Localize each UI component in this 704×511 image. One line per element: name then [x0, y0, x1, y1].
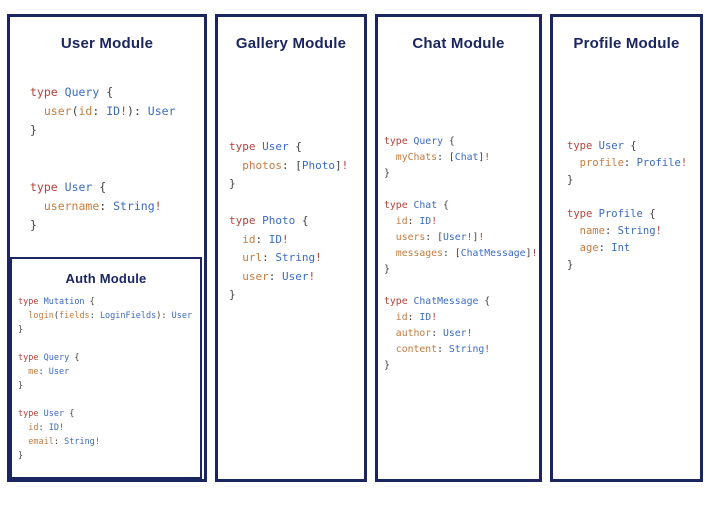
- code-user-module: type Query { user(id: ID!): User} type U…: [30, 83, 176, 235]
- code-line: [18, 393, 192, 407]
- code-line: }: [18, 325, 24, 335]
- code-line: url: String!: [242, 251, 322, 264]
- code-line: }: [229, 288, 236, 301]
- code-line: name: String!: [579, 225, 662, 237]
- code-line: }: [18, 451, 24, 461]
- code-line: [567, 189, 687, 206]
- code-line: user(id: ID!): User: [43, 104, 176, 118]
- code-line: [229, 194, 348, 213]
- code-line: type ChatMessage {: [384, 296, 491, 307]
- code-line: type User {: [567, 140, 637, 152]
- code-line: age: Int: [579, 242, 631, 254]
- code-line: id: ID!: [395, 312, 438, 323]
- code-line: myChats: [Chat]!: [395, 152, 491, 163]
- code-line: type Query {: [18, 353, 80, 363]
- code-line: type Query {: [30, 85, 114, 99]
- code-line: me: User: [28, 367, 70, 377]
- panel-profile-module: Profile Module type User { profile: Prof…: [550, 14, 703, 482]
- code-line: type User {: [30, 180, 107, 194]
- code-line: [384, 182, 537, 198]
- panel-gallery-module: Gallery Module type User { photos: [Phot…: [215, 14, 367, 482]
- code-line: }: [384, 168, 390, 179]
- code-line: users: [User!]!: [395, 232, 485, 243]
- code-line: id: ID!: [242, 232, 289, 246]
- code-line: }: [229, 177, 236, 190]
- code-line: [18, 337, 192, 351]
- code-profile-module: type User { profile: Profile!} type Prof…: [567, 138, 687, 274]
- code-line: type Profile {: [567, 208, 656, 220]
- code-line: }: [384, 360, 390, 371]
- code-line: id: ID!: [28, 423, 65, 433]
- code-line: messages: [ChatMessage]!: [395, 248, 538, 259]
- code-line: user: User!: [242, 269, 316, 283]
- panel-auth-module: Auth Module type Mutation { login(fields…: [10, 257, 202, 479]
- code-line: type Mutation {: [18, 297, 95, 307]
- code-auth-module: type Mutation { login(fields: LoginField…: [18, 295, 192, 463]
- panel-title-auth-module: Auth Module: [65, 271, 147, 286]
- code-line: }: [30, 218, 37, 232]
- code-line: username: String!: [43, 199, 162, 213]
- code-line: type Photo {: [229, 214, 309, 227]
- code-line: type Chat {: [384, 200, 449, 211]
- code-line: author: User!: [395, 328, 473, 339]
- code-line: }: [18, 381, 24, 391]
- panel-title-user-module: User Module: [60, 35, 154, 52]
- code-line: [30, 140, 176, 159]
- code-chat-module: type Query { myChats: [Chat]!} type Chat…: [384, 134, 537, 374]
- code-line: }: [384, 264, 390, 275]
- code-line: }: [30, 123, 37, 137]
- code-line: type Query {: [384, 136, 455, 147]
- code-line: photos: [Photo]!: [242, 158, 349, 172]
- code-line: content: String!: [395, 344, 491, 355]
- panel-title-profile-module: Profile Module: [573, 35, 680, 52]
- code-line: type User {: [18, 409, 75, 419]
- panel-title-gallery-module: Gallery Module: [235, 35, 347, 52]
- code-line: login(fields: LoginFields): User: [28, 311, 193, 321]
- panel-title-chat-module: Chat Module: [412, 35, 505, 52]
- code-line: [384, 278, 537, 294]
- code-line: }: [567, 174, 574, 186]
- code-line: }: [567, 259, 574, 271]
- code-line: email: String!: [28, 437, 100, 447]
- panel-chat-module: Chat Module type Query { myChats: [Chat]…: [375, 14, 542, 482]
- code-line: type User {: [229, 140, 302, 153]
- code-line: profile: Profile!: [579, 157, 688, 169]
- code-line: [30, 159, 176, 178]
- code-line: id: ID!: [395, 216, 438, 227]
- code-gallery-module: type User { photos: [Photo]!} type Photo…: [229, 138, 348, 305]
